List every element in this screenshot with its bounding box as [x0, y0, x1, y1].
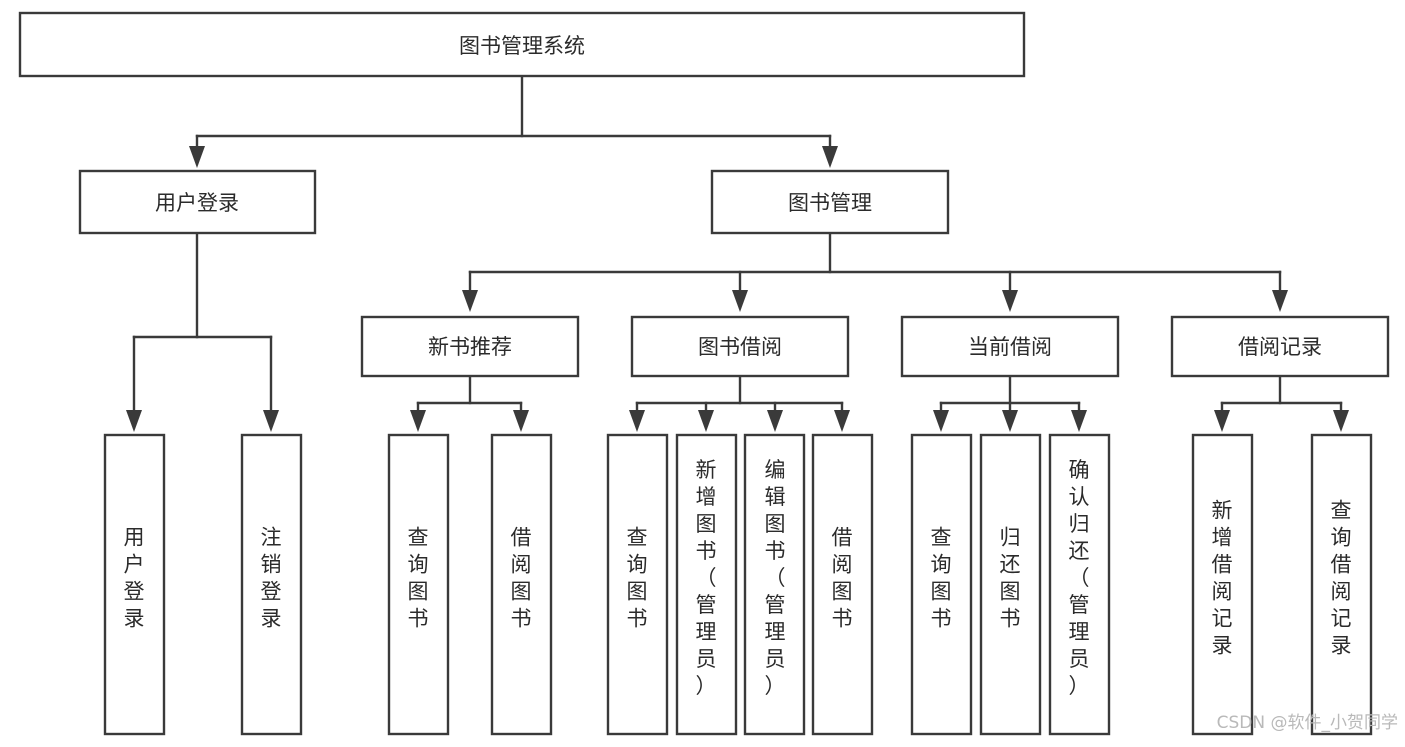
connector-group-borrow-record	[1214, 374, 1349, 432]
node-leaf-user-login-label: 用户登录	[124, 526, 145, 631]
node-leaf-confirm-return[interactable]: 确认归还（管理员）	[1048, 433, 1111, 736]
arrow-icon-to-leaf-borrow-book-1	[513, 410, 529, 432]
node-current-borrow-label: 当前借阅	[968, 335, 1052, 359]
arrow-icon-to-new-book-rec	[462, 290, 478, 312]
node-root[interactable]: 图书管理系统	[18, 11, 1026, 78]
node-leaf-return-book-label: 归还图书	[1000, 526, 1021, 631]
arrow-icon-to-leaf-add-record	[1214, 410, 1230, 432]
node-user-login[interactable]: 用户登录	[78, 169, 317, 235]
arrow-icon-to-current-borrow	[1002, 290, 1018, 312]
node-leaf-query-book-3[interactable]: 查询图书	[910, 433, 973, 736]
node-leaf-edit-book-label: 编辑图书（管理员）	[765, 458, 786, 698]
node-leaf-borrow-book-1[interactable]: 借阅图书	[490, 433, 553, 736]
node-book-admin-label: 图书管理	[788, 191, 872, 215]
arrow-icon-to-leaf-return-book	[1002, 410, 1018, 432]
arrow-icon-to-leaf-query-record	[1333, 410, 1349, 432]
connector-group-user-login	[126, 231, 279, 432]
node-leaf-add-record[interactable]: 新增借阅记录	[1191, 433, 1254, 736]
node-leaf-add-book[interactable]: 新增图书（管理员）	[675, 433, 738, 736]
node-leaf-add-book-label: 新增图书（管理员）	[696, 458, 717, 698]
node-root-label: 图书管理系统	[459, 34, 585, 58]
node-user-login-label: 用户登录	[155, 191, 239, 215]
node-leaf-borrow-book-2-label: 借阅图书	[832, 526, 853, 631]
arrow-icon-to-leaf-query-book-1	[410, 410, 426, 432]
node-leaf-query-book-1-label: 查询图书	[408, 526, 429, 631]
arrow-icon-to-leaf-borrow-book-2	[834, 410, 850, 432]
node-borrow-record[interactable]: 借阅记录	[1170, 315, 1390, 378]
connector-group-book-borrow	[629, 374, 850, 432]
node-leaf-borrow-book-2[interactable]: 借阅图书	[811, 433, 874, 736]
node-new-book-rec-label: 新书推荐	[428, 335, 512, 359]
node-leaf-user-logout[interactable]: 注销登录	[240, 433, 303, 736]
watermark-label: CSDN @软件_小贺同学	[1217, 713, 1398, 733]
arrow-icon-root-to-book-admin	[822, 146, 838, 168]
arrow-icon-to-borrow-record	[1272, 290, 1288, 312]
node-leaf-query-book-3-label: 查询图书	[931, 526, 952, 631]
arrow-icon-to-leaf-confirm-return	[1071, 410, 1087, 432]
node-leaf-user-login[interactable]: 用户登录	[103, 433, 166, 736]
node-book-admin[interactable]: 图书管理	[710, 169, 950, 235]
node-leaf-query-book-1[interactable]: 查询图书	[387, 433, 450, 736]
arrow-icon-root-to-user-login	[189, 146, 205, 168]
node-leaf-return-book[interactable]: 归还图书	[979, 433, 1042, 736]
node-new-book-rec[interactable]: 新书推荐	[360, 315, 580, 378]
node-book-borrow[interactable]: 图书借阅	[630, 315, 850, 378]
node-leaf-edit-book[interactable]: 编辑图书（管理员）	[743, 433, 806, 736]
node-leaf-borrow-book-1-label: 借阅图书	[511, 526, 532, 631]
connector-group-current-borrow	[933, 374, 1087, 432]
node-leaf-user-logout-label: 注销登录	[261, 526, 282, 631]
arrow-icon-to-leaf-user-login	[126, 410, 142, 432]
connector-group-new-book-rec	[410, 374, 529, 432]
node-leaf-query-book-2[interactable]: 查询图书	[606, 433, 669, 736]
node-leaf-query-record[interactable]: 查询借阅记录	[1310, 433, 1373, 736]
node-leaf-query-record-label: 查询借阅记录	[1331, 499, 1352, 658]
arrow-icon-to-leaf-query-book-3	[933, 410, 949, 432]
arrow-icon-to-leaf-user-logout	[263, 410, 279, 432]
arrow-icon-to-book-borrow	[732, 290, 748, 312]
connector-group-book-admin	[462, 231, 1288, 312]
node-book-borrow-label: 图书借阅	[698, 335, 782, 359]
node-leaf-query-book-2-label: 查询图书	[627, 526, 648, 631]
arrow-icon-to-leaf-edit-book	[767, 410, 783, 432]
node-borrow-record-label: 借阅记录	[1238, 335, 1322, 359]
arrow-icon-to-leaf-query-book-2	[629, 410, 645, 432]
arrow-icon-to-leaf-add-book	[698, 410, 714, 432]
connector-group-root	[189, 74, 838, 168]
node-leaf-confirm-return-label: 确认归还（管理员）	[1069, 458, 1090, 698]
node-leaf-add-record-label: 新增借阅记录	[1212, 499, 1233, 658]
node-current-borrow[interactable]: 当前借阅	[900, 315, 1120, 378]
